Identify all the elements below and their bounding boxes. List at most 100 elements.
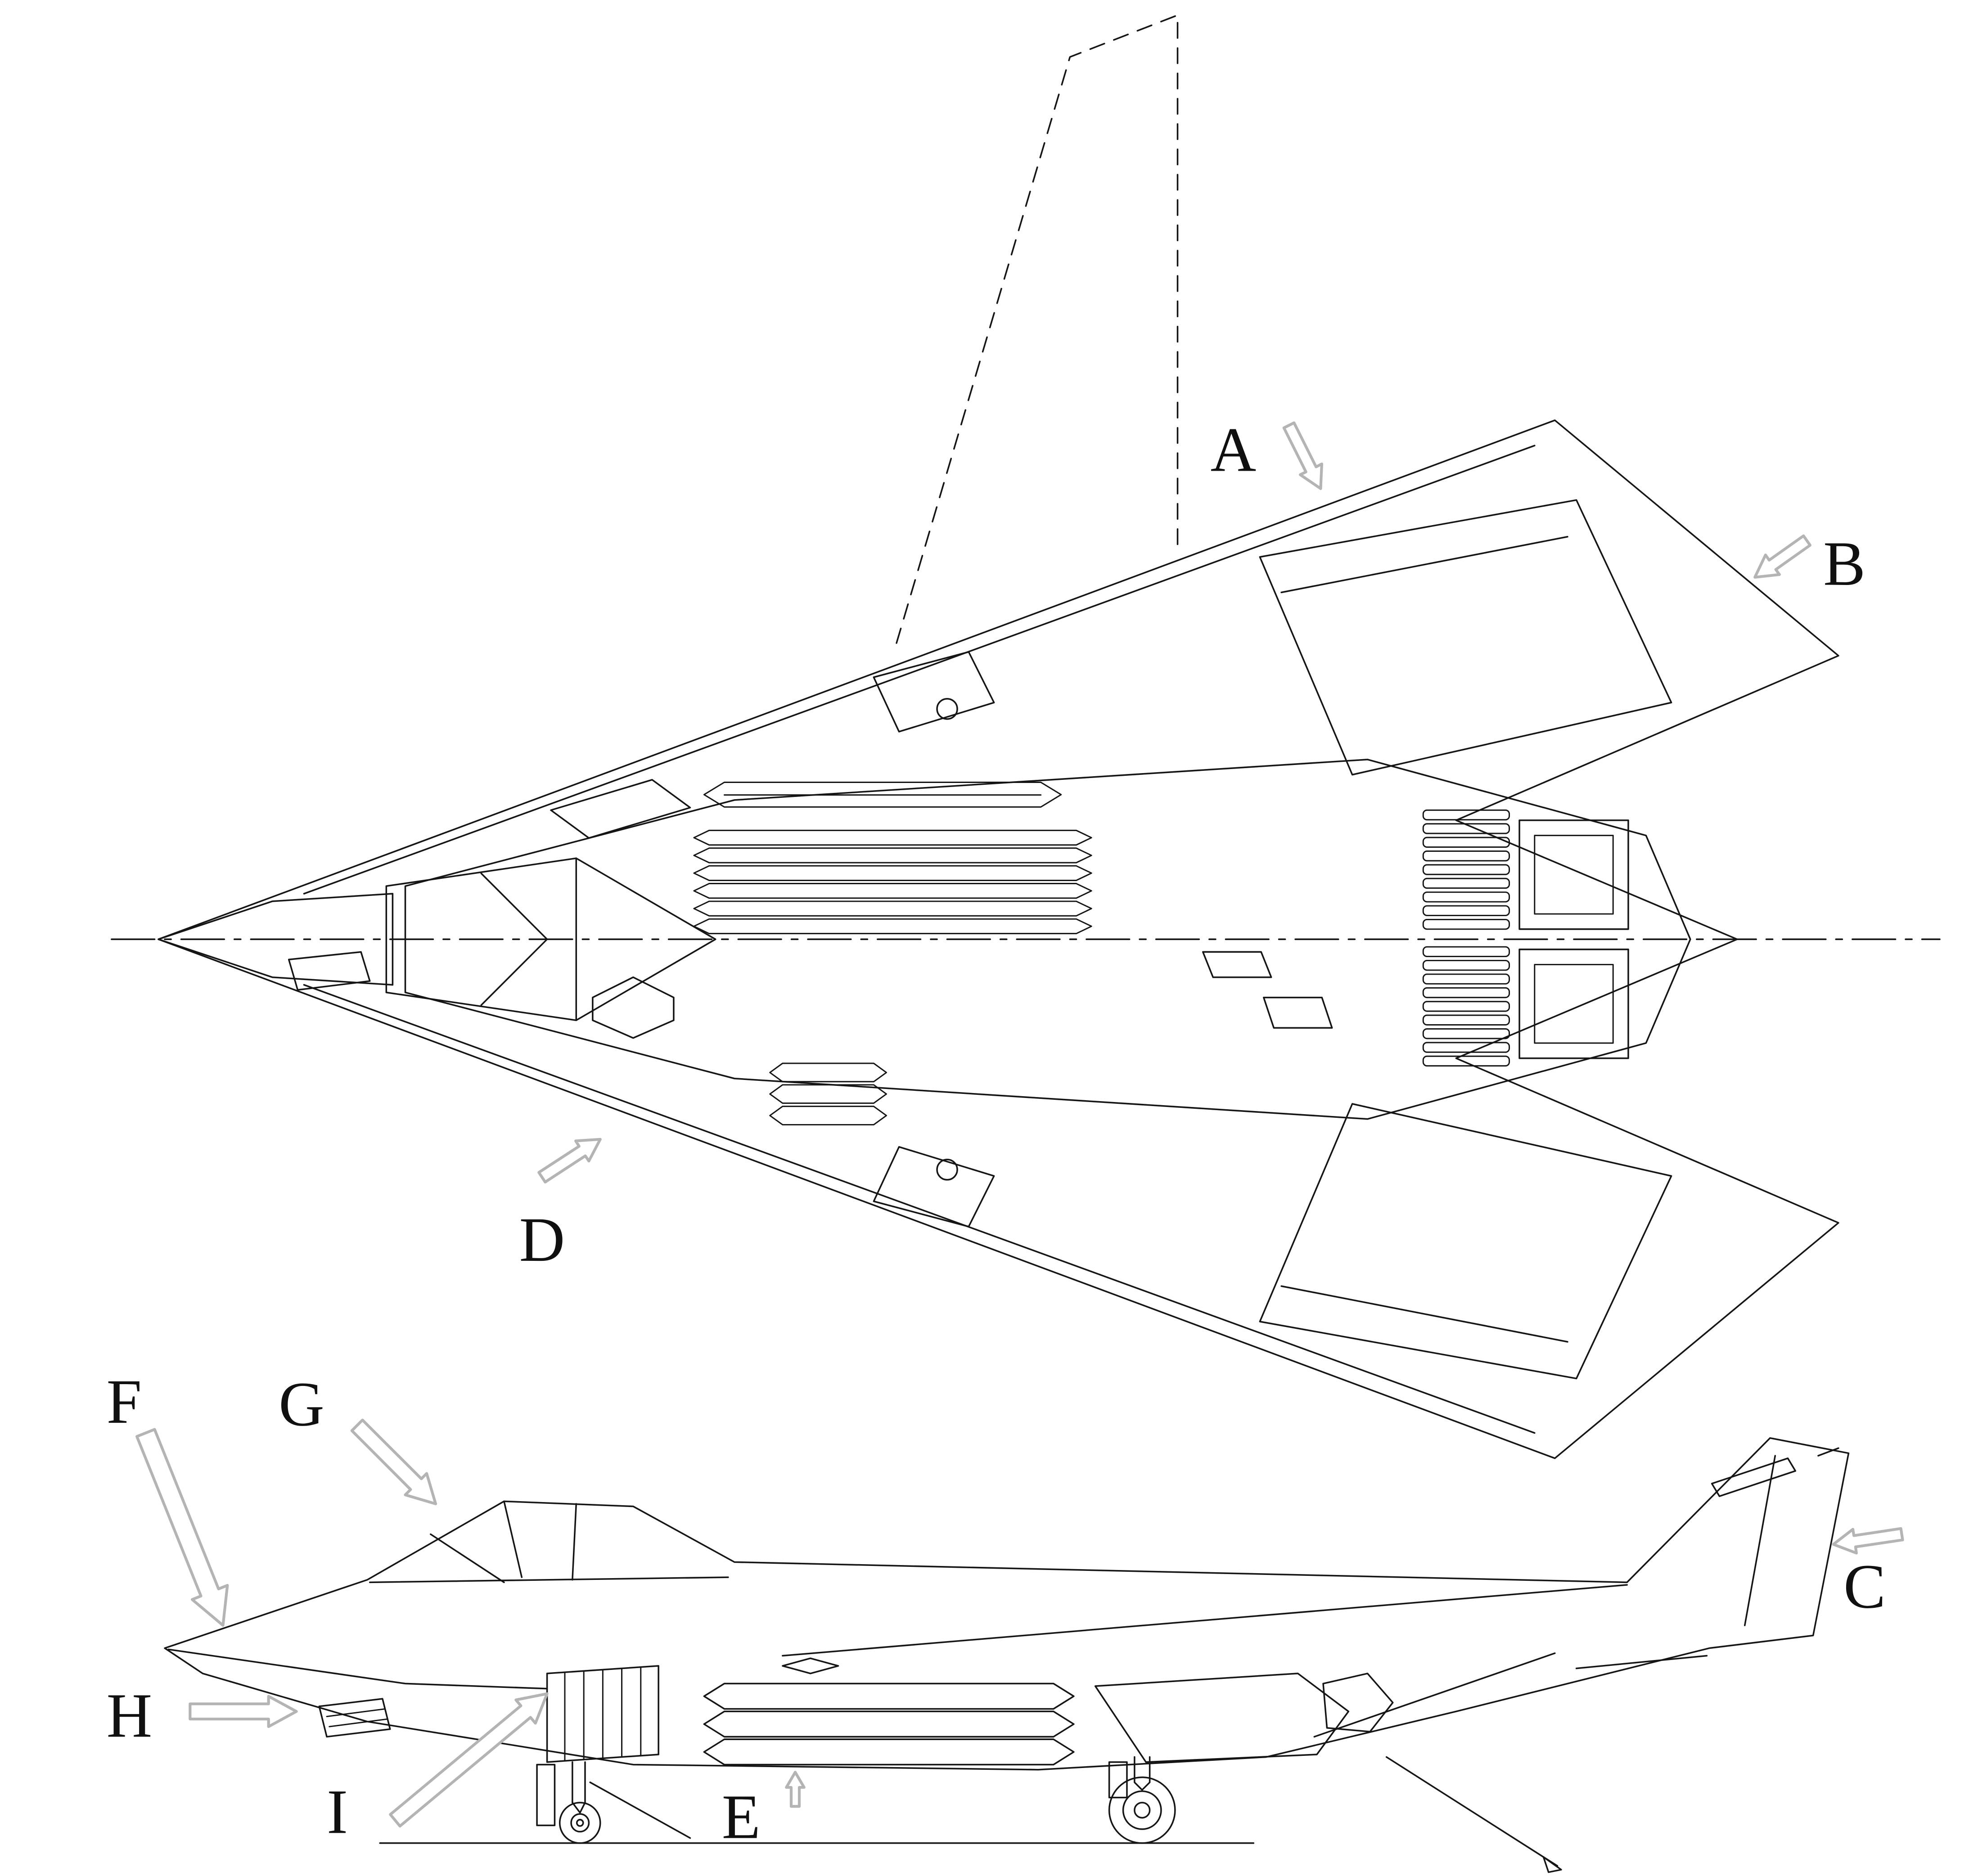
callout-arrow-e	[785, 1771, 806, 1808]
vent-panel-2	[1263, 996, 1333, 1029]
intake-grille-lower	[769, 1062, 887, 1125]
callout-arrow-c	[1832, 1527, 1904, 1555]
main-gear-door	[1108, 1761, 1128, 1799]
bay-band-2	[703, 1710, 1075, 1738]
label-a: A	[1211, 415, 1257, 485]
exhaust-cavity-lower	[1518, 949, 1629, 1059]
nose-chine-line	[167, 1648, 548, 1690]
nose-landing-gear	[536, 1761, 691, 1844]
sensor-fairing-upper	[550, 779, 691, 839]
main-wheel-tire	[1108, 1776, 1176, 1844]
label-c: C	[1843, 1552, 1886, 1622]
tail-support-tip	[1542, 1856, 1562, 1873]
exhaust-rib	[1422, 877, 1510, 889]
intake-grille-bar	[693, 829, 1092, 846]
mid-facet-panel	[1094, 1673, 1350, 1763]
callout-arrow-h	[189, 1695, 298, 1728]
sensor-fairing-lower	[592, 976, 675, 1039]
sideview-outline	[164, 1437, 1850, 1771]
intake-grille-bar	[693, 918, 1092, 935]
side-inlet-grille	[564, 1666, 642, 1762]
exhaust-rib	[1422, 1001, 1510, 1012]
exhaust-rib	[1422, 905, 1510, 916]
fin-tip-tick	[1817, 1447, 1839, 1457]
exhaust-rib	[1422, 837, 1510, 848]
exhaust-rib	[1422, 1028, 1510, 1039]
topview-outline	[158, 419, 1839, 1459]
intake-grille-bar	[693, 847, 1092, 864]
nose-facet-lines	[158, 893, 394, 986]
exhaust-rib	[1422, 987, 1510, 999]
callout-arrow-i	[389, 1692, 549, 1828]
spine-vent-group	[703, 782, 1062, 808]
elevon-upper	[1259, 499, 1672, 776]
label-g: G	[279, 1370, 324, 1440]
fin-pivot-lower	[936, 1159, 958, 1181]
bay-band-1	[703, 1683, 1075, 1710]
lower-grille-bar	[769, 1106, 887, 1125]
label-f: F	[107, 1367, 142, 1437]
label-b: B	[1823, 529, 1865, 599]
lower-grille-bar	[769, 1062, 887, 1083]
top-view	[111, 14, 1941, 1459]
main-wheel-hub	[1122, 1790, 1162, 1830]
exhaust-rib	[1422, 1042, 1510, 1053]
callout-arrow-g	[350, 1418, 437, 1506]
callout-arrow-f	[135, 1428, 229, 1627]
label-d: D	[519, 1205, 565, 1275]
label-i: I	[327, 1777, 348, 1847]
exhaust-ribs-lower	[1422, 946, 1510, 1067]
label-h: H	[107, 1681, 153, 1751]
callout-arrow-a	[1282, 421, 1324, 490]
bay-band-3	[703, 1738, 1075, 1766]
rudder-hinge	[1744, 1455, 1776, 1626]
nose-wheel-hub	[570, 1813, 590, 1833]
canopy-frames-side	[369, 1500, 729, 1584]
vent-panel-1	[1202, 951, 1272, 978]
exhaust-cavity-upper	[1518, 819, 1629, 930]
intake-grille-bar	[693, 865, 1092, 881]
nose-gear-brace	[589, 1782, 691, 1839]
intake-grille-bar	[693, 883, 1092, 899]
exhaust-rib	[1422, 973, 1510, 985]
lower-grille-bar	[769, 1084, 887, 1104]
callout-arrow-b	[1753, 534, 1812, 579]
exhaust-rib	[1422, 864, 1510, 875]
nose-panel-lower	[288, 951, 371, 991]
exhaust-rib	[1422, 1014, 1510, 1026]
exhaust-ribs-upper	[1422, 809, 1510, 930]
exhaust-rib	[1422, 960, 1510, 971]
nose-wheel-axle	[576, 1819, 584, 1827]
exhaust-cavity-upper-inner	[1534, 835, 1614, 915]
elevon-lower-hinge	[1280, 1285, 1568, 1343]
callout-arrows	[135, 421, 1904, 1828]
exhaust-rib	[1422, 1055, 1510, 1067]
callout-labels: A B C D E F G H I	[107, 415, 1886, 1852]
callout-arrow-d	[537, 1138, 602, 1183]
canopy-frames-topview	[480, 857, 577, 1021]
nose-gear-door	[536, 1764, 556, 1827]
intake-grille-bar	[693, 900, 1092, 917]
exhaust-rib	[1422, 946, 1510, 958]
nose-gear-strut	[572, 1761, 586, 1814]
leading-edge-parallel-lines	[303, 445, 1536, 1434]
wing-leading-edge-side	[782, 1584, 1628, 1657]
fin-pivot-upper	[936, 698, 958, 720]
fin-mount-lower	[873, 1146, 995, 1228]
tail-support-pole	[1385, 1756, 1559, 1867]
elevon-upper-hinge	[1280, 535, 1568, 594]
nose-vent-lines	[326, 1708, 388, 1728]
tailfin-projection-dashed	[896, 14, 1179, 644]
spine-diamond	[782, 1657, 839, 1674]
exhaust-rib	[1422, 850, 1510, 862]
mid-facet-hex	[1322, 1673, 1394, 1733]
fin-mount-upper	[873, 651, 995, 733]
spine-vent-band	[703, 782, 1062, 808]
exhaust-cavity-lower-inner	[1534, 964, 1614, 1044]
elevon-lower	[1259, 1103, 1672, 1380]
main-wheel-axle	[1134, 1802, 1151, 1819]
exhaust-rib	[1422, 809, 1510, 821]
aft-fuselage-lines	[1313, 1652, 1708, 1738]
